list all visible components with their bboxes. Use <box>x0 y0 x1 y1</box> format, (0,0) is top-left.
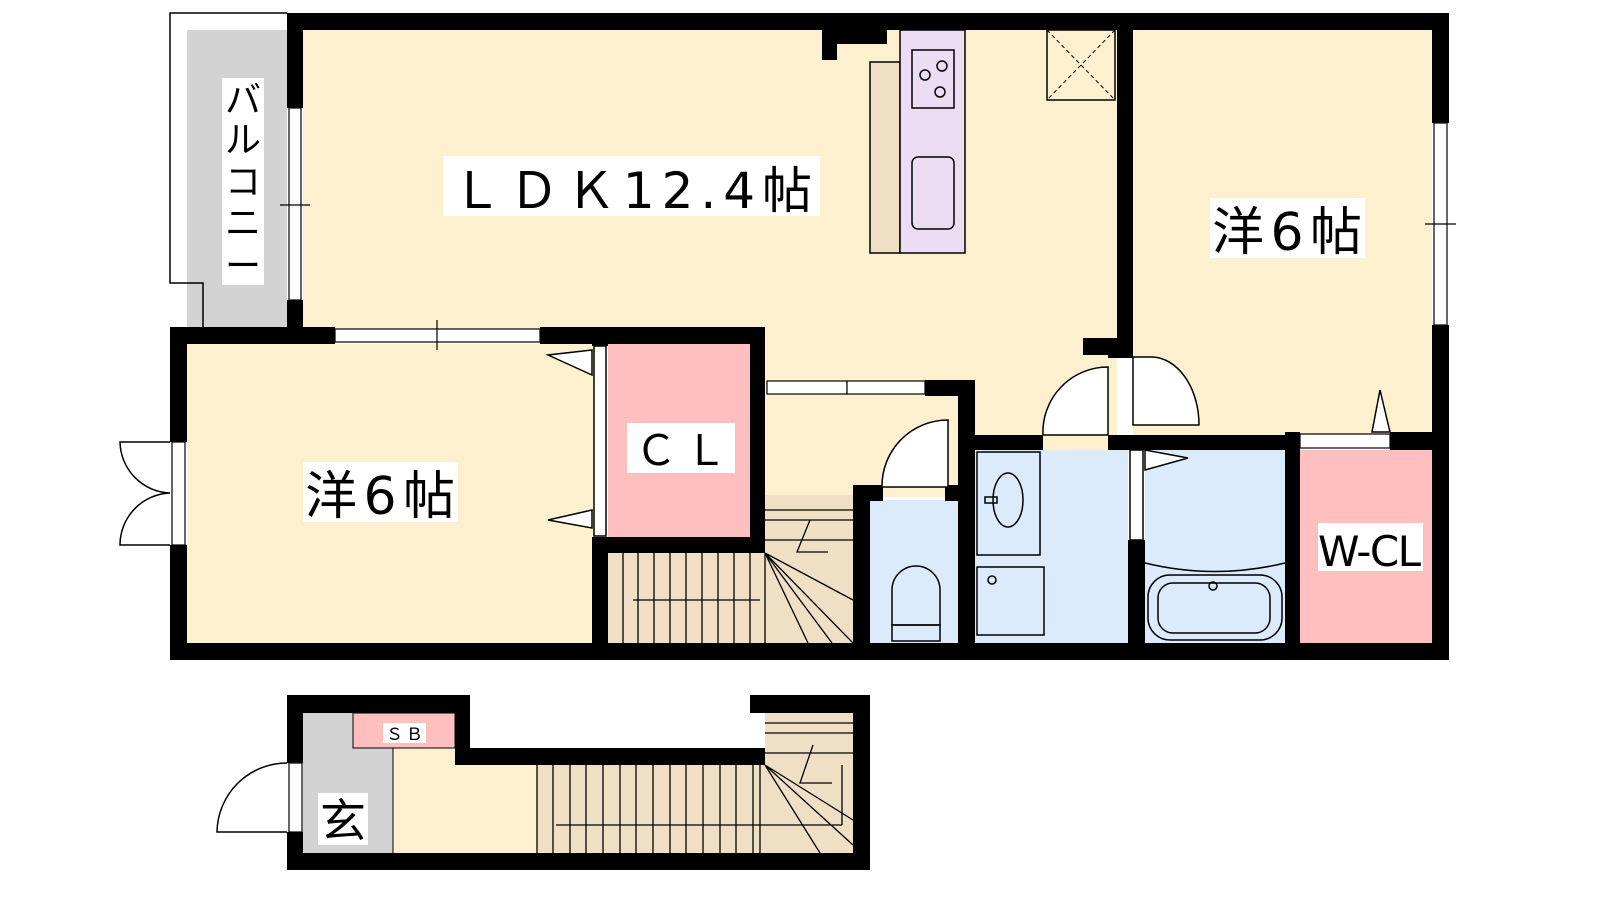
entrance-door-frame <box>288 762 303 833</box>
kitchen-counter <box>869 61 901 254</box>
stairs-icon-entrance <box>536 722 854 854</box>
french-door-icon <box>119 441 171 546</box>
doors <box>545 345 1391 541</box>
washbasin-icon <box>976 451 1045 636</box>
entrance-label: 玄 <box>320 794 366 848</box>
walls <box>170 13 1449 660</box>
svg-text:ニ: ニ <box>225 203 261 244</box>
walk-in-closet-label: W-CL <box>1318 527 1422 576</box>
stairs-floor-entrance <box>537 765 853 853</box>
ldk-label: ＬＤＫ12.4帖 <box>452 162 812 220</box>
bathtub-icon <box>1144 562 1286 641</box>
svg-text:コ: コ <box>225 162 261 203</box>
entrance-door-icon <box>216 762 288 833</box>
windows <box>171 107 1456 546</box>
toilet-icon <box>891 565 941 642</box>
stairs-floor <box>608 553 853 643</box>
kitchen-sink-counter <box>899 29 966 254</box>
svg-text:ー: ー <box>225 246 261 287</box>
balcony-outline <box>169 12 287 327</box>
bedroom-right-label: 洋6帖 <box>1212 203 1362 263</box>
stairs-floor-upper <box>765 495 853 555</box>
entrance-walls <box>287 695 870 870</box>
stove-icon <box>911 49 955 109</box>
washroom-floor <box>975 450 1128 643</box>
balcony-label: バ ル コ ニ ー <box>225 80 261 287</box>
bathroom-floor <box>1145 450 1285 643</box>
svg-text:ル: ル <box>225 120 261 161</box>
stairs-icon <box>622 509 854 644</box>
bedroom-left-label: 洋6帖 <box>305 467 455 527</box>
svg-text:バ: バ <box>225 80 261 121</box>
hall-floor-entrance <box>393 748 537 853</box>
toilet-floor <box>870 500 958 643</box>
sink-icon <box>911 156 955 230</box>
